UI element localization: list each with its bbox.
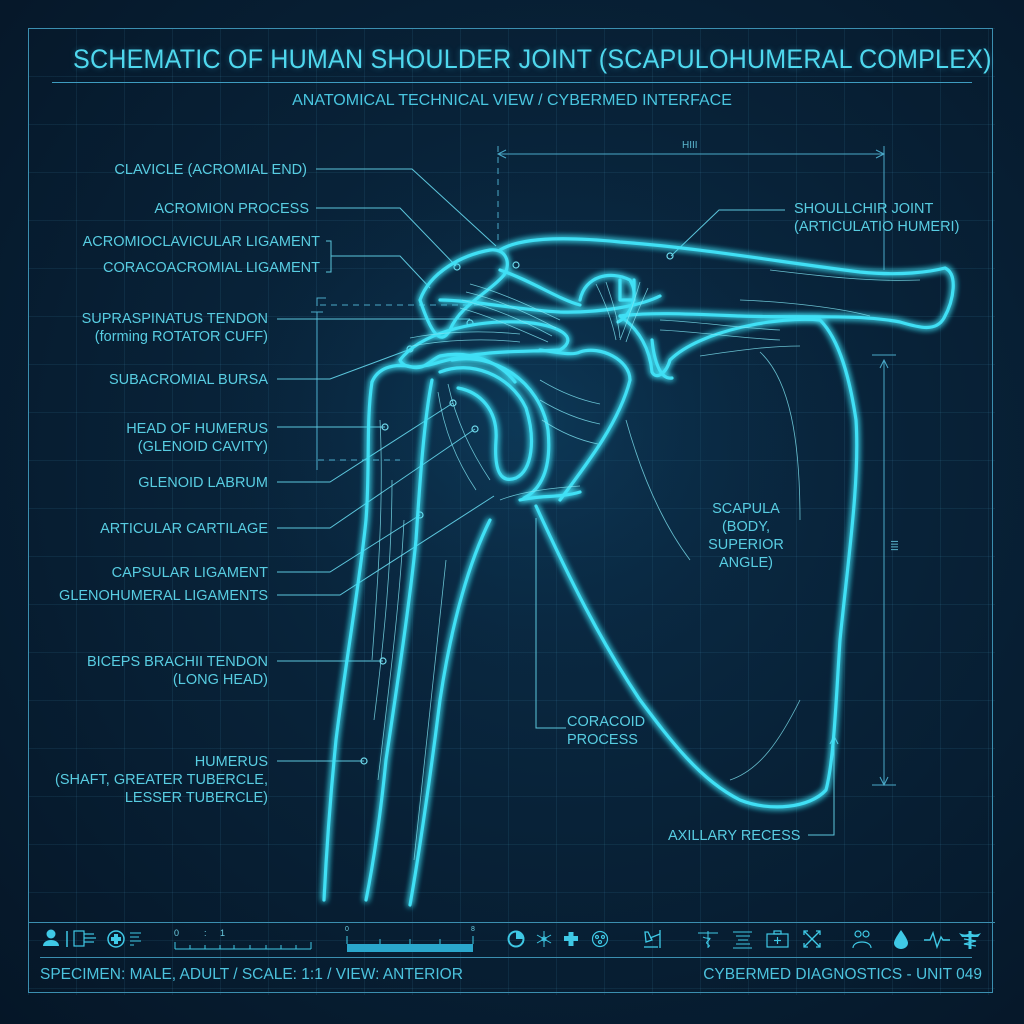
label-text: GLENOID LABRUM — [138, 475, 268, 491]
scale-ruler-large[interactable] — [346, 936, 474, 952]
label-text: ACROMIOCLAVICULAR LIGAMENT — [82, 234, 320, 250]
label-text: (BODY, — [721, 519, 771, 535]
label-glenoid-labrum: GLENOID LABRUM — [138, 474, 268, 492]
label-text: HEAD OF HUMERUS — [126, 421, 268, 437]
label-acromioclavicular-ligament: ACROMIOCLAVICULAR LIGAMENT — [83, 233, 320, 251]
dimension-lines — [311, 146, 896, 787]
label-text: ACROMION PROCESS — [154, 201, 309, 217]
label-text: GLENOHUMERAL LIGAMENTS — [59, 588, 268, 604]
label-humerus: HUMERUS (SHAFT, GREATER TUBERCLE, LESSER T… — [55, 753, 268, 807]
ligament-fibers — [371, 269, 921, 861]
document-list-icon[interactable] — [73, 930, 96, 947]
label-text: PROCESS — [567, 732, 638, 748]
pie-chart-icon[interactable] — [507, 930, 525, 948]
bottom-toolbar — [28, 922, 995, 959]
menu-lines-icon[interactable] — [130, 932, 141, 946]
label-text: SHOULLCHIR JOINT — [794, 201, 934, 217]
outer-frame — [28, 28, 993, 993]
medical-plus-circle-icon[interactable] — [107, 930, 125, 948]
label-capsular-ligament: CAPSULAR LIGAMENT — [112, 564, 268, 582]
medical-cross-icon[interactable] — [564, 932, 578, 946]
label-scapula: SCAPULA (BODY, SUPERIOR ANGLE) — [700, 500, 792, 572]
label-head-of-humerus: HEAD OF HUMERUS (GLENOID CAVITY) — [126, 420, 268, 456]
first-aid-kit-icon[interactable] — [766, 930, 789, 948]
label-text: ANGLE) — [719, 555, 773, 571]
label-clavicle: CLAVICLE (ACROMIAL END) — [114, 161, 307, 179]
label-text: SUBACROMIAL BURSA — [109, 372, 268, 388]
user-icon[interactable] — [43, 929, 59, 947]
label-articular-cartilage: ARTICULAR CARTILAGE — [100, 520, 268, 538]
label-shoulder-joint: SHOULLCHIR JOINT (ARTICULATIO HUMERI) — [794, 200, 959, 236]
heartbeat-icon[interactable] — [924, 930, 950, 950]
toolbar-divider — [40, 957, 972, 958]
scale-ruler-small[interactable] — [174, 942, 312, 950]
small-ruler-end: 1 — [220, 928, 226, 938]
label-text: BICEPS BRACHII TENDON — [86, 654, 268, 670]
caduceus-filled-icon[interactable] — [959, 931, 981, 949]
caduceus-icon[interactable] — [698, 931, 718, 948]
label-text: LESSER TUBERCLE) — [124, 790, 268, 806]
label-glenohumeral-ligaments: GLENOHUMERAL LIGAMENTS — [59, 587, 268, 605]
label-text: SCAPULA — [712, 501, 780, 517]
specimen-info: SPECIMEN: MALE, ADULT / SCALE: 1:1 / VIE… — [40, 966, 463, 983]
label-supraspinatus-tendon: SUPRASPINATUS TENDON (forming ROTATOR CUF… — [82, 310, 268, 346]
expand-arrows-icon[interactable] — [803, 930, 821, 948]
title-divider — [52, 82, 972, 83]
virus-icon[interactable] — [591, 930, 609, 948]
label-text: (LONG HEAD) — [172, 672, 268, 688]
page-title: SCHEMATIC OF HUMAN SHOULDER JOINT (SCAPU… — [73, 44, 992, 74]
label-text: CORACOACROMIAL LIGAMENT — [103, 260, 320, 276]
horizontal-dimension-label: HIII — [682, 140, 698, 151]
label-coracoacromial-ligament: CORACOACROMIAL LIGAMENT — [103, 259, 320, 277]
unit-info: CYBERMED DIAGNOSTICS - UNIT 049 — [703, 966, 982, 983]
label-text: CLAVICLE (ACROMIAL END) — [114, 162, 307, 178]
label-text: CORACOID — [567, 714, 646, 730]
dna-scan-icon[interactable] — [733, 931, 752, 949]
label-text: ARTICULAR CARTILAGE — [100, 521, 268, 537]
label-text: AXILLARY RECESS — [668, 828, 801, 844]
large-ruler-start: 0 — [345, 926, 349, 933]
label-text: CAPSULAR LIGAMENT — [111, 565, 268, 581]
leader-lines — [277, 168, 839, 836]
blood-drop-icon[interactable] — [894, 930, 908, 949]
label-text: (forming ROTATOR CUFF) — [94, 329, 268, 345]
toolbar-icons — [43, 929, 981, 952]
large-ruler-end: 8 — [471, 926, 475, 933]
label-text: HUMERUS — [194, 754, 268, 770]
label-biceps-brachii-tendon: BICEPS BRACHII TENDON (LONG HEAD) — [87, 653, 268, 689]
label-text: SUPRASPINATUS TENDON — [81, 311, 268, 327]
team-icon[interactable] — [852, 930, 872, 949]
bone-outlines — [322, 237, 955, 907]
small-ruler-mid: : — [204, 928, 207, 938]
label-coracoid-process: CORACOID PROCESS — [567, 713, 645, 749]
microscope-icon[interactable] — [644, 930, 661, 948]
page-subtitle: ANATOMICAL TECHNICAL VIEW / CYBERMED INT… — [292, 92, 732, 109]
label-acromion-process: ACROMION PROCESS — [154, 200, 309, 218]
label-text: SUPERIOR — [708, 537, 784, 553]
label-axillary-recess: AXILLARY RECESS — [668, 827, 800, 845]
vertical-dimension-label: IIII — [888, 539, 900, 552]
label-text: (GLENOID CAVITY) — [137, 439, 268, 455]
label-subacromial-bursa: SUBACROMIAL BURSA — [109, 371, 268, 389]
label-text: (ARTICULATIO HUMERI) — [794, 219, 960, 235]
molecule-icon[interactable] — [536, 931, 552, 947]
small-ruler-start: 0 — [174, 928, 180, 938]
label-text: (SHAFT, GREATER TUBERCLE, — [55, 772, 268, 788]
leader-dots — [360, 252, 674, 765]
